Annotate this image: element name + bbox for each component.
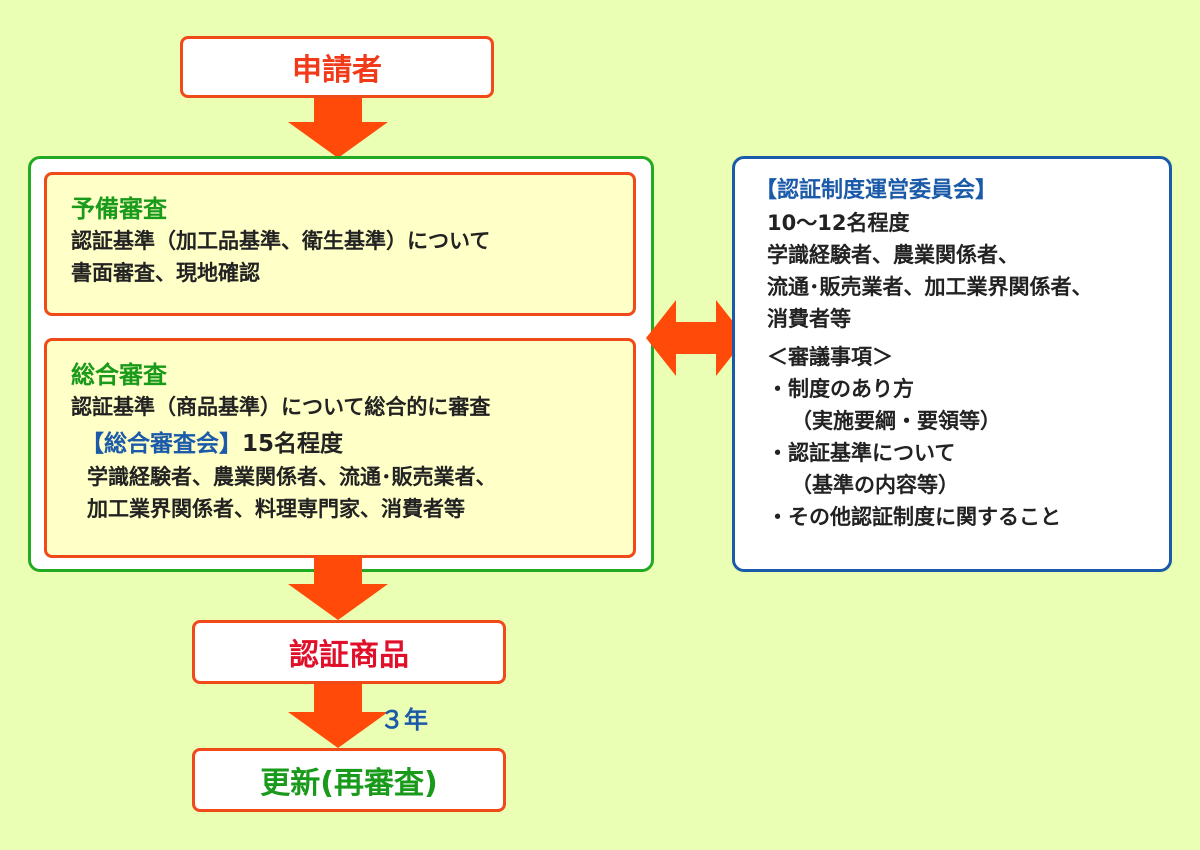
preliminary-review-text-1: 認証基準（加工品基準、衛生基準）について — [71, 229, 491, 253]
agenda-title: ＜審議事項＞ — [767, 345, 893, 369]
agenda-item-1: ・制度のあり方 — [767, 377, 914, 401]
renewal-box: 更新(再審査) — [192, 748, 506, 812]
down-arrow-3 — [288, 684, 388, 748]
council-members-2: 加工業界関係者、料理専門家、消費者等 — [87, 497, 465, 521]
committee-box: 【認証制度運営委員会】 10〜12名程度 学識経験者、農業関係者、 流通･販売業… — [732, 156, 1172, 572]
committee-members-3: 消費者等 — [767, 307, 851, 331]
council-size: 15名程度 — [242, 431, 344, 457]
double-arrow — [646, 300, 746, 376]
down-arrow-1 — [288, 98, 388, 158]
committee-title: 【認証制度運営委員会】 — [755, 178, 998, 203]
council-heading: 【総合審査会】15名程度 — [71, 427, 609, 461]
down-arrow-2 — [288, 556, 388, 620]
certified-product-label: 認証商品 — [289, 638, 409, 673]
council-members-1: 学識経験者、農業関係者、流通･販売業者、 — [87, 465, 497, 489]
agenda-item-3: ・その他認証制度に関すること — [767, 505, 1061, 529]
committee-members-1: 学識経験者、農業関係者、 — [767, 243, 1019, 267]
comprehensive-review-box: 総合審査 認証基準（商品基準）について総合的に審査 【総合審査会】15名程度 学… — [44, 338, 636, 558]
agenda-item-2-sub: （基準の内容等） — [791, 473, 959, 497]
preliminary-review-text-2: 書面審査、現地確認 — [71, 261, 260, 285]
agenda-item-2: ・認証基準について — [767, 441, 956, 465]
renewal-period: ３年 — [380, 706, 428, 734]
committee-size: 10〜12名程度 — [767, 211, 910, 235]
renewal-label: 更新(再審査) — [260, 766, 438, 801]
preliminary-review-title: 予備審査 — [71, 195, 167, 223]
comprehensive-review-title: 総合審査 — [71, 361, 167, 389]
applicant-label: 申請者 — [292, 53, 382, 88]
preliminary-review-box: 予備審査 認証基準（加工品基準、衛生基準）について 書面審査、現地確認 — [44, 172, 636, 316]
council-label: 【総合審査会】 — [81, 431, 242, 457]
applicant-box: 申請者 — [180, 36, 494, 98]
certified-product-box: 認証商品 — [192, 620, 506, 684]
comprehensive-review-text: 認証基準（商品基準）について総合的に審査 — [71, 395, 491, 419]
committee-members-2: 流通･販売業者、加工業界関係者、 — [767, 275, 1093, 299]
agenda-item-1-sub: （実施要綱・要領等） — [791, 409, 1001, 433]
